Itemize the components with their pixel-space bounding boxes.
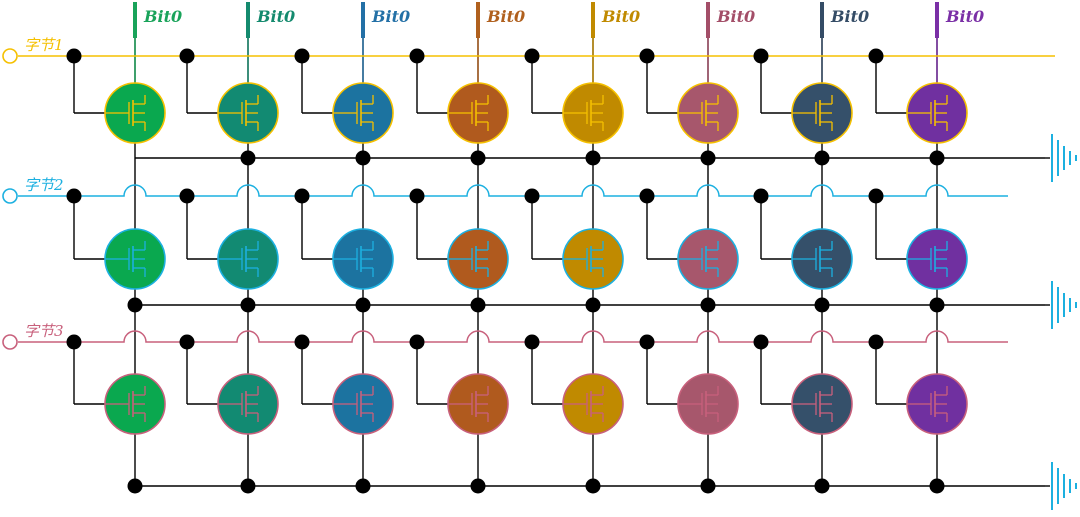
bit-label: Bit0	[371, 7, 410, 26]
transistor-icon	[447, 82, 509, 144]
junction-dot	[814, 478, 830, 494]
junction-dot	[470, 478, 486, 494]
transistor-icon	[447, 373, 509, 435]
junction-dot	[355, 297, 371, 313]
junction-dot	[524, 48, 540, 64]
junction-dot	[66, 48, 82, 64]
word-line-terminal-icon	[2, 188, 18, 204]
transistor-icon	[217, 82, 279, 144]
bit-label: Bit0	[601, 7, 640, 26]
transistor-icon	[562, 228, 624, 290]
transistor-icon	[217, 228, 279, 290]
bit-label: Bit0	[143, 7, 182, 26]
bit-label: Bit0	[830, 7, 869, 26]
junction-dot	[753, 334, 769, 350]
word-line-label: 字节2	[24, 176, 64, 194]
junction-dot	[355, 150, 371, 166]
word-line-label: 字节3	[24, 322, 64, 340]
junction-dot	[179, 48, 195, 64]
junction-dot	[179, 188, 195, 204]
transistor-icon	[791, 228, 853, 290]
word-line-terminal-icon	[2, 48, 18, 64]
junction-dot	[470, 150, 486, 166]
transistor-icon	[104, 82, 166, 144]
junction-dot	[524, 334, 540, 350]
bit-label: Bit0	[256, 7, 295, 26]
junction-dot	[868, 48, 884, 64]
junction-dot	[753, 48, 769, 64]
ground-icon	[1045, 134, 1077, 182]
junction-dot	[929, 297, 945, 313]
junction-dot	[294, 334, 310, 350]
junction-dot	[585, 478, 601, 494]
junction-dot	[240, 150, 256, 166]
word-line	[18, 184, 1008, 197]
junction-dot	[868, 334, 884, 350]
transistor-icon	[677, 228, 739, 290]
transistor-icon	[447, 228, 509, 290]
junction-dot	[700, 297, 716, 313]
junction-dot	[409, 188, 425, 204]
junction-dot	[524, 188, 540, 204]
transistor-icon	[332, 373, 394, 435]
junction-dot	[409, 48, 425, 64]
transistor-icon	[906, 373, 968, 435]
junction-dot	[639, 48, 655, 64]
bit-label: Bit0	[945, 7, 984, 26]
junction-dot	[294, 48, 310, 64]
ground-icon	[1045, 462, 1077, 510]
junction-dot	[240, 478, 256, 494]
transistor-icon	[677, 373, 739, 435]
junction-dot	[66, 334, 82, 350]
junction-dot	[127, 297, 143, 313]
bit-label: Bit0	[486, 7, 525, 26]
junction-dot	[585, 297, 601, 313]
transistor-icon	[104, 373, 166, 435]
transistor-icon	[906, 228, 968, 290]
junction-dot	[409, 334, 425, 350]
junction-dot	[585, 150, 601, 166]
transistor-icon	[791, 82, 853, 144]
junction-dot	[355, 478, 371, 494]
transistor-icon	[791, 373, 853, 435]
junction-dot	[127, 478, 143, 494]
bit-label: Bit0	[716, 7, 755, 26]
transistor-icon	[562, 373, 624, 435]
junction-dot	[814, 297, 830, 313]
junction-dot	[700, 150, 716, 166]
transistor-icon	[332, 82, 394, 144]
word-line	[18, 330, 1008, 343]
transistor-icon	[217, 373, 279, 435]
junction-dot	[66, 188, 82, 204]
transistor-icon	[906, 82, 968, 144]
junction-dot	[929, 150, 945, 166]
junction-dot	[240, 297, 256, 313]
junction-dot	[639, 334, 655, 350]
junction-dot	[700, 478, 716, 494]
junction-dot	[179, 334, 195, 350]
transistor-icon	[677, 82, 739, 144]
transistor-icon	[332, 228, 394, 290]
junction-dot	[294, 188, 310, 204]
word-line-label: 字节1	[24, 36, 64, 54]
ground-icon	[1045, 281, 1077, 329]
junction-dot	[639, 188, 655, 204]
transistor-icon	[104, 228, 166, 290]
junction-dot	[753, 188, 769, 204]
junction-dot	[814, 150, 830, 166]
junction-dot	[868, 188, 884, 204]
transistor-icon	[562, 82, 624, 144]
junction-dot	[470, 297, 486, 313]
junction-dot	[929, 478, 945, 494]
word-line-terminal-icon	[2, 334, 18, 350]
